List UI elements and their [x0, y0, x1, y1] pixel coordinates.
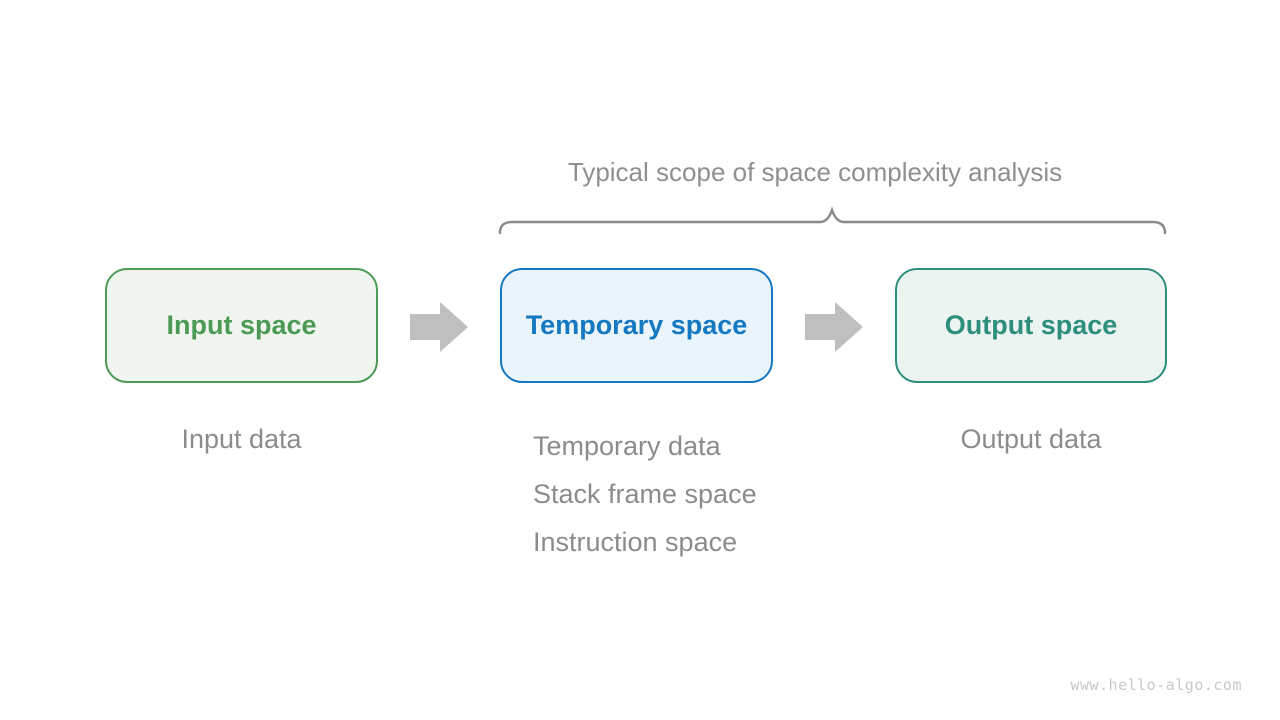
output-data-caption: Output data	[960, 424, 1102, 454]
scope-title: Typical scope of space complexity analys…	[567, 157, 1063, 187]
output-space-label: Output space	[944, 310, 1118, 340]
temporary-space-box: Temporary space	[500, 268, 773, 383]
scope-brace-icon	[498, 206, 1167, 235]
instruction-space-caption: Instruction space	[533, 527, 738, 557]
right-arrow-icon	[410, 302, 468, 352]
temporary-captions: Temporary data Stack frame space Instruc…	[533, 424, 757, 568]
input-space-label: Input space	[166, 310, 317, 340]
input-data-caption: Input data	[181, 424, 302, 454]
watermark: www.hello-algo.com	[1070, 676, 1242, 694]
input-space-box: Input space	[105, 268, 378, 383]
output-space-box: Output space	[895, 268, 1167, 383]
temporary-space-label: Temporary space	[525, 310, 748, 340]
stack-frame-space-caption: Stack frame space	[533, 479, 757, 509]
right-arrow-icon	[805, 302, 863, 352]
temporary-data-caption: Temporary data	[533, 431, 721, 461]
